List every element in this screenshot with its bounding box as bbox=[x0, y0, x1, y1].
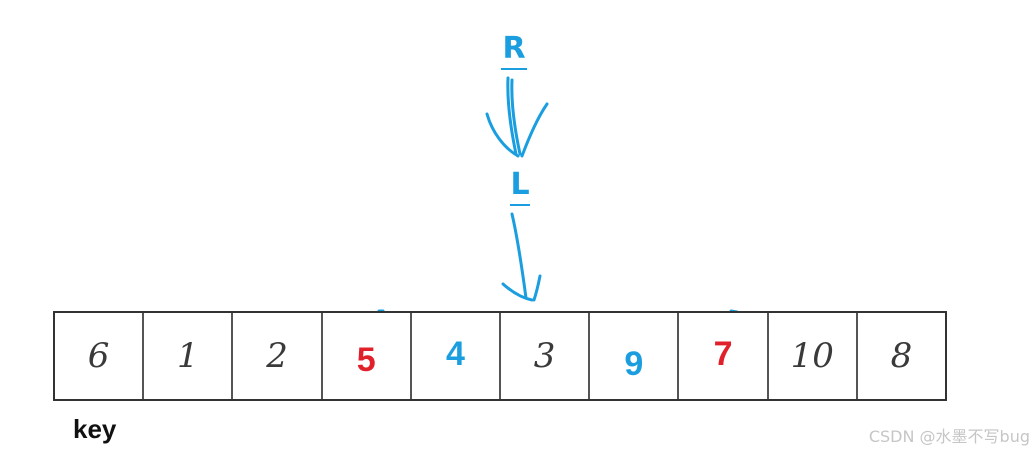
arrow-r-to-l-head-right bbox=[520, 102, 549, 158]
array-cell: 8 bbox=[858, 313, 945, 399]
array-cell: 7 bbox=[679, 313, 769, 399]
arrow-r-to-l-shaft bbox=[506, 76, 518, 156]
pointer-label-r: R bbox=[502, 31, 526, 66]
pointer-underline-r bbox=[501, 68, 527, 70]
watermark: CSDN @水墨不写bug bbox=[868, 427, 1030, 446]
array-cell: 2 bbox=[233, 313, 323, 399]
arrow-l-to-array-shaft bbox=[510, 212, 528, 300]
arrow-l-to-array-head-right bbox=[532, 274, 542, 302]
pointer-underline-l bbox=[510, 204, 530, 206]
array-cell: 10 bbox=[769, 313, 858, 399]
array-cell-value: 4 bbox=[445, 335, 465, 373]
array-cell-value: 2 bbox=[266, 336, 288, 376]
array-cell: 9 bbox=[590, 313, 680, 399]
array-cell-value: 10 bbox=[790, 336, 834, 376]
array-cell: 3 bbox=[501, 313, 591, 399]
array-cell-value: 6 bbox=[87, 336, 110, 376]
array-cell-value: 1 bbox=[176, 336, 199, 376]
key-label: key bbox=[73, 414, 117, 444]
array-cell: 4 bbox=[412, 313, 502, 399]
array-cell-value: 9 bbox=[624, 345, 644, 383]
array-cell-value: 7 bbox=[713, 335, 733, 373]
array-cell: 5 bbox=[323, 313, 412, 399]
array-cell: 1 bbox=[144, 313, 234, 399]
array-cell-value: 3 bbox=[533, 336, 556, 376]
array-row: 6 1 2 5 4 3 9 7 10 8 bbox=[53, 311, 947, 401]
pointer-label-l: L bbox=[510, 167, 530, 202]
array-cell: 6 bbox=[55, 313, 145, 399]
arrow-l-to-array-head-left bbox=[501, 282, 534, 302]
arrow-r-to-l-shaft-double bbox=[510, 78, 522, 156]
array-cell-value: 5 bbox=[356, 341, 376, 379]
array-cell-value: 8 bbox=[890, 336, 913, 376]
arrow-r-to-l-head-left bbox=[485, 112, 520, 158]
